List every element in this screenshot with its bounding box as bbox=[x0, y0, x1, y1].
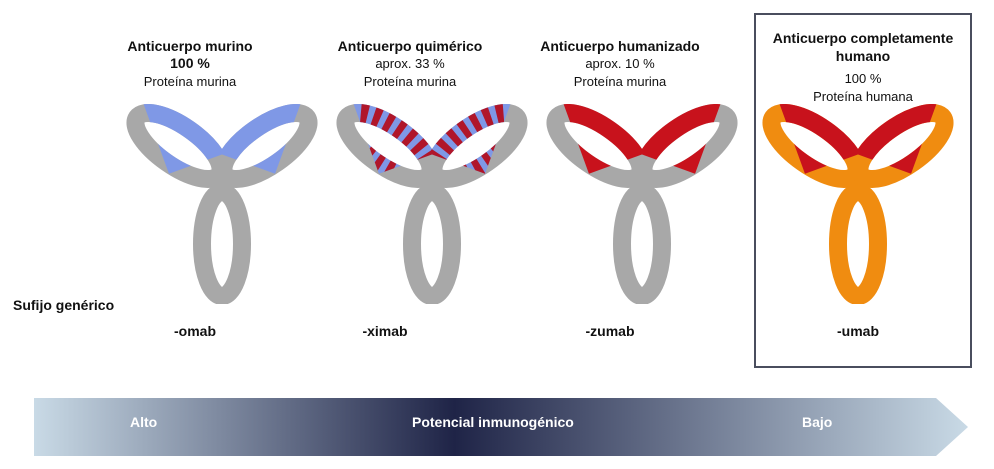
antibody-human bbox=[762, 104, 954, 304]
human-percent: 100 % bbox=[844, 71, 882, 86]
humanized-percent: aprox. 10 % bbox=[585, 56, 655, 71]
human-title-line1: Anticuerpo completamente bbox=[772, 30, 954, 46]
antibody-murine bbox=[126, 104, 318, 304]
left-variable-region bbox=[143, 104, 226, 174]
immunogenic-arrow bbox=[34, 398, 968, 456]
chimeric-percent: aprox. 33 % bbox=[375, 56, 445, 71]
human-title-line2: humano bbox=[835, 48, 891, 64]
right-variable-region bbox=[218, 104, 303, 174]
left-variable-region bbox=[353, 104, 436, 174]
antibody-humanized bbox=[546, 104, 738, 304]
antibody-shape bbox=[546, 104, 738, 304]
scale-center-label: Potencial inmunogénico bbox=[412, 414, 574, 430]
right-variable-region bbox=[638, 104, 723, 174]
suffix-row-label: Sufijo genérico bbox=[13, 297, 115, 313]
stem-loop bbox=[193, 183, 251, 304]
murine-title: Anticuerpo murino bbox=[127, 38, 253, 54]
suffix-murine: -omab bbox=[174, 323, 216, 339]
chimeric-protein: Proteína murina bbox=[363, 74, 457, 89]
scale-low-label: Bajo bbox=[802, 414, 833, 430]
antibody-chimeric bbox=[336, 104, 528, 304]
stem-loop bbox=[613, 183, 671, 304]
antibody-shape bbox=[336, 104, 528, 304]
suffix-human: -umab bbox=[837, 323, 879, 339]
chimeric-title: Anticuerpo quimérico bbox=[337, 38, 483, 54]
suffix-chimeric: -ximab bbox=[362, 323, 408, 339]
suffix-humanized: -zumab bbox=[585, 323, 635, 339]
murine-percent: 100 % bbox=[170, 55, 210, 71]
humanized-title: Anticuerpo humanizado bbox=[540, 38, 700, 54]
right-variable-region bbox=[854, 104, 939, 174]
stem-loop bbox=[403, 183, 461, 304]
right-variable-region bbox=[428, 104, 513, 174]
antibody-shape bbox=[126, 104, 318, 304]
antibody-shape bbox=[762, 104, 954, 304]
scale-high-label: Alto bbox=[130, 414, 158, 430]
murine-protein: Proteína murina bbox=[143, 74, 237, 89]
human-protein: Proteína humana bbox=[813, 89, 913, 104]
stem-loop bbox=[829, 183, 887, 304]
left-variable-region bbox=[779, 104, 862, 174]
humanized-protein: Proteína murina bbox=[573, 74, 667, 89]
left-variable-region bbox=[563, 104, 646, 174]
human-highlight-frame bbox=[754, 13, 972, 368]
